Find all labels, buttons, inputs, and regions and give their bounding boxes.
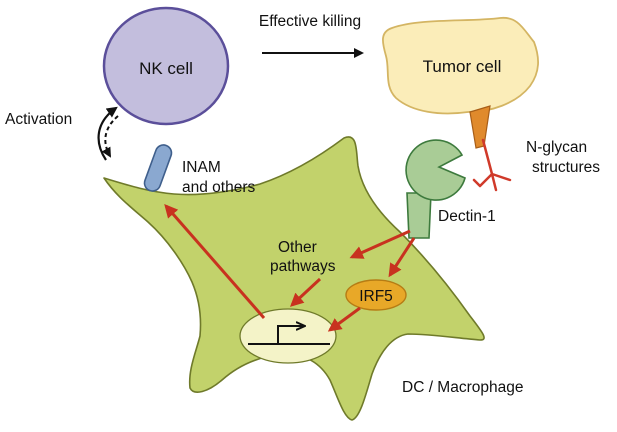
activation-arrows: Activation: [5, 106, 119, 161]
irf5: IRF5: [345, 279, 407, 311]
n-glycan-structure: N-glycan structures: [469, 105, 600, 192]
activation-arrow-solid: [97, 106, 118, 161]
dectin-1-head: [405, 139, 466, 201]
irf5-label: IRF5: [359, 288, 393, 305]
dectin-1-stem: [406, 192, 432, 239]
tumor-cell: Tumor cell: [382, 17, 539, 115]
tumor-cell-label: Tumor cell: [423, 57, 502, 76]
dc-macrophage-label: DC / Macrophage: [402, 379, 523, 396]
dectin-1-label: Dectin-1: [438, 208, 496, 225]
other-pathways-label-1: Other: [278, 239, 317, 256]
dc-macrophage-cell: DC / Macrophage: [103, 136, 523, 421]
nk-cell-label: NK cell: [139, 59, 193, 78]
signaling-arrows: [164, 203, 416, 332]
inam-receptor: INAM and others: [143, 144, 255, 196]
effective-killing-label: Effective killing: [259, 13, 361, 30]
arrow-dectin-to-other: [349, 229, 411, 259]
inam-label-2: and others: [182, 179, 255, 196]
promoter-arrow: [277, 326, 304, 344]
n-glycan-label-2: structures: [532, 159, 600, 176]
inam-label-1: INAM: [182, 159, 221, 176]
dectin-1-receptor: Dectin-1: [405, 139, 496, 239]
tumor-cell-body: [382, 17, 539, 115]
arrow-dectin-to-irf5: [388, 237, 416, 278]
arrow-other-to-nucleus: [290, 277, 322, 307]
n-glycan-label-1: N-glycan: [526, 139, 587, 156]
inam-receptor-shape: [143, 144, 173, 192]
nucleus: [239, 308, 337, 364]
arrow-irf5-to-nucleus: [327, 306, 361, 332]
n-glycan-branches: [472, 138, 512, 192]
activation-label: Activation: [5, 111, 72, 128]
irf5-shape: [345, 279, 407, 311]
effective-killing: Effective killing: [259, 13, 364, 58]
arrow-nucleus-to-inam: [164, 203, 266, 319]
other-pathways-label-2: pathways: [270, 258, 336, 275]
dc-macrophage-body: [103, 136, 485, 421]
nk-cell-body: [102, 6, 230, 126]
nucleus-body: [239, 308, 337, 364]
n-glycan-stem: [469, 105, 491, 149]
activation-arrow-dashed: [101, 115, 119, 158]
nk-cell: NK cell: [102, 6, 230, 126]
